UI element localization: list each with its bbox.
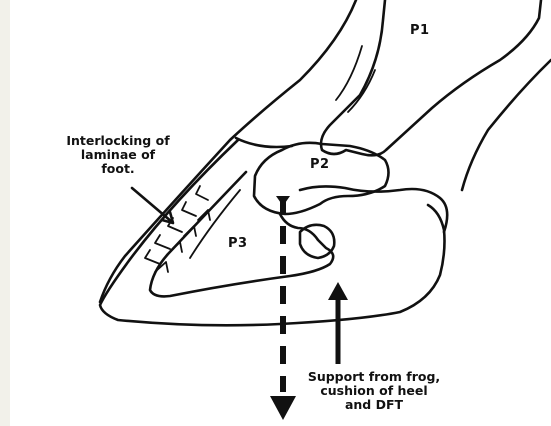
navicular-bone	[298, 223, 336, 260]
coronary-band-line	[234, 136, 294, 149]
support-label-line: Support from frog,	[307, 369, 441, 384]
support-label-line: and DFT	[344, 397, 404, 412]
p3-bone-outline	[148, 170, 335, 298]
laminae-label-line: foot.	[101, 161, 135, 176]
p1-bone-outline	[319, 0, 543, 157]
laminae-pointer-arrow	[130, 186, 174, 224]
laminae-label: Interlocking of laminae of foot.	[52, 134, 184, 176]
support-label: Support from frog, cushion of heel and D…	[300, 370, 448, 412]
weight-arrow-top	[276, 196, 290, 206]
weight-arrow-head	[270, 396, 296, 420]
left-border-band	[0, 0, 10, 426]
laminae-arrows	[144, 185, 211, 273]
hoof-wall-outline	[98, 138, 446, 327]
laminae-pointer-head	[160, 210, 175, 225]
label-p1: P1	[410, 23, 430, 38]
p3-inner-contour	[189, 189, 241, 259]
label-p2: P2	[310, 157, 330, 172]
p2-bone-outline	[252, 141, 390, 216]
p1-shading-line	[335, 45, 363, 101]
support-label-line: cushion of heel	[320, 383, 428, 398]
label-p3: P3	[228, 236, 248, 251]
laminae-label-line: laminae of	[80, 147, 156, 162]
skin-outline-back	[460, 58, 551, 192]
heel-bulb-outline	[298, 185, 449, 234]
skin-outline-front	[98, 0, 358, 304]
support-arrow-head	[328, 282, 348, 300]
laminae-label-line: Interlocking of	[66, 133, 170, 148]
p1-shading-line	[347, 69, 376, 113]
